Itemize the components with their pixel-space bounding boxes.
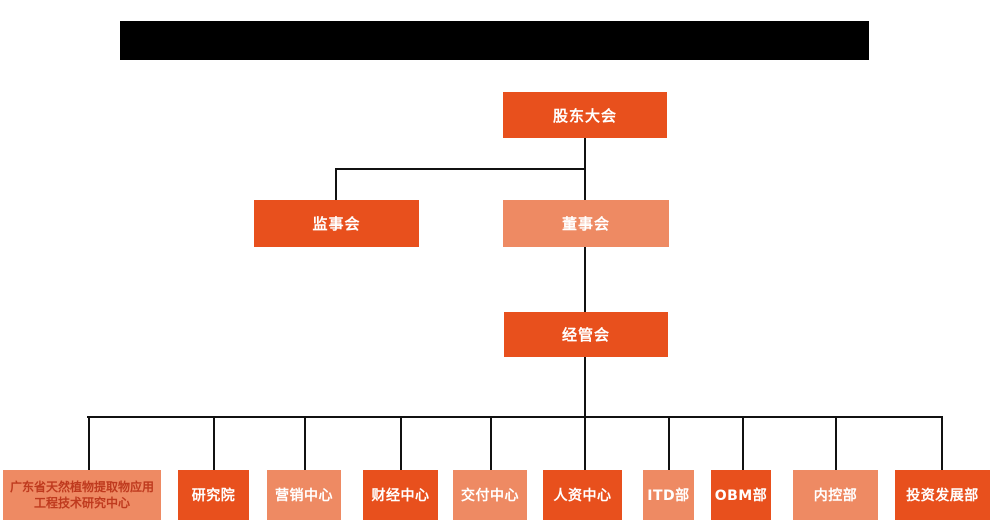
connector-line: [584, 247, 586, 313]
node-label: 营销中心: [275, 488, 333, 504]
node-management-committee: 经管会: [504, 312, 668, 357]
node-dept-research-institute: 研究院: [178, 470, 249, 520]
node-dept-finance-center: 财经中心: [363, 470, 438, 520]
node-label: 人资中心: [553, 488, 612, 504]
node-dept-marketing-center: 营销中心: [267, 470, 341, 520]
node-dept-hr-center: 人资中心: [543, 470, 622, 520]
connector-line: [490, 416, 492, 470]
node-label: 董事会: [561, 215, 610, 233]
connector-line: [335, 168, 337, 200]
node-label: 广东省天然植物提取物应用工程技术研究中心: [9, 479, 154, 510]
node-dept-obm: OBM部: [711, 470, 771, 520]
node-label: 内控部: [813, 488, 858, 504]
node-label: ITD部: [647, 488, 690, 504]
node-dept-investment-development: 投资发展部: [895, 470, 990, 520]
node-label: 监事会: [312, 215, 361, 233]
connector-line: [941, 416, 943, 470]
node-board-of-directors: 董事会: [503, 200, 669, 247]
connector-line: [400, 416, 402, 470]
node-label: 交付中心: [461, 488, 519, 504]
connector-line: [213, 416, 215, 470]
connector-line: [668, 416, 670, 470]
connector-line: [742, 416, 744, 470]
node-label: 投资发展部: [906, 488, 979, 504]
node-supervisory-board: 监事会: [254, 200, 419, 247]
connector-line: [584, 357, 586, 416]
node-label: 股东大会: [552, 106, 617, 125]
node-label: OBM部: [714, 488, 768, 504]
node-label: 经管会: [561, 326, 610, 344]
node-label: 研究院: [191, 488, 236, 504]
node-dept-research-center: 广东省天然植物提取物应用工程技术研究中心: [3, 470, 161, 520]
connector-line: [88, 416, 90, 470]
connector-line: [335, 168, 586, 170]
connector-line: [304, 416, 306, 470]
connector-line: [87, 416, 943, 418]
connector-line: [835, 416, 837, 470]
title-bar-redacted: [120, 21, 869, 60]
node-label: 财经中心: [371, 488, 430, 504]
node-dept-delivery-center: 交付中心: [453, 470, 527, 520]
node-dept-itd: ITD部: [643, 470, 694, 520]
node-shareholders-meeting: 股东大会: [503, 92, 667, 138]
node-dept-internal-control: 内控部: [793, 470, 878, 520]
connector-line: [584, 416, 586, 470]
